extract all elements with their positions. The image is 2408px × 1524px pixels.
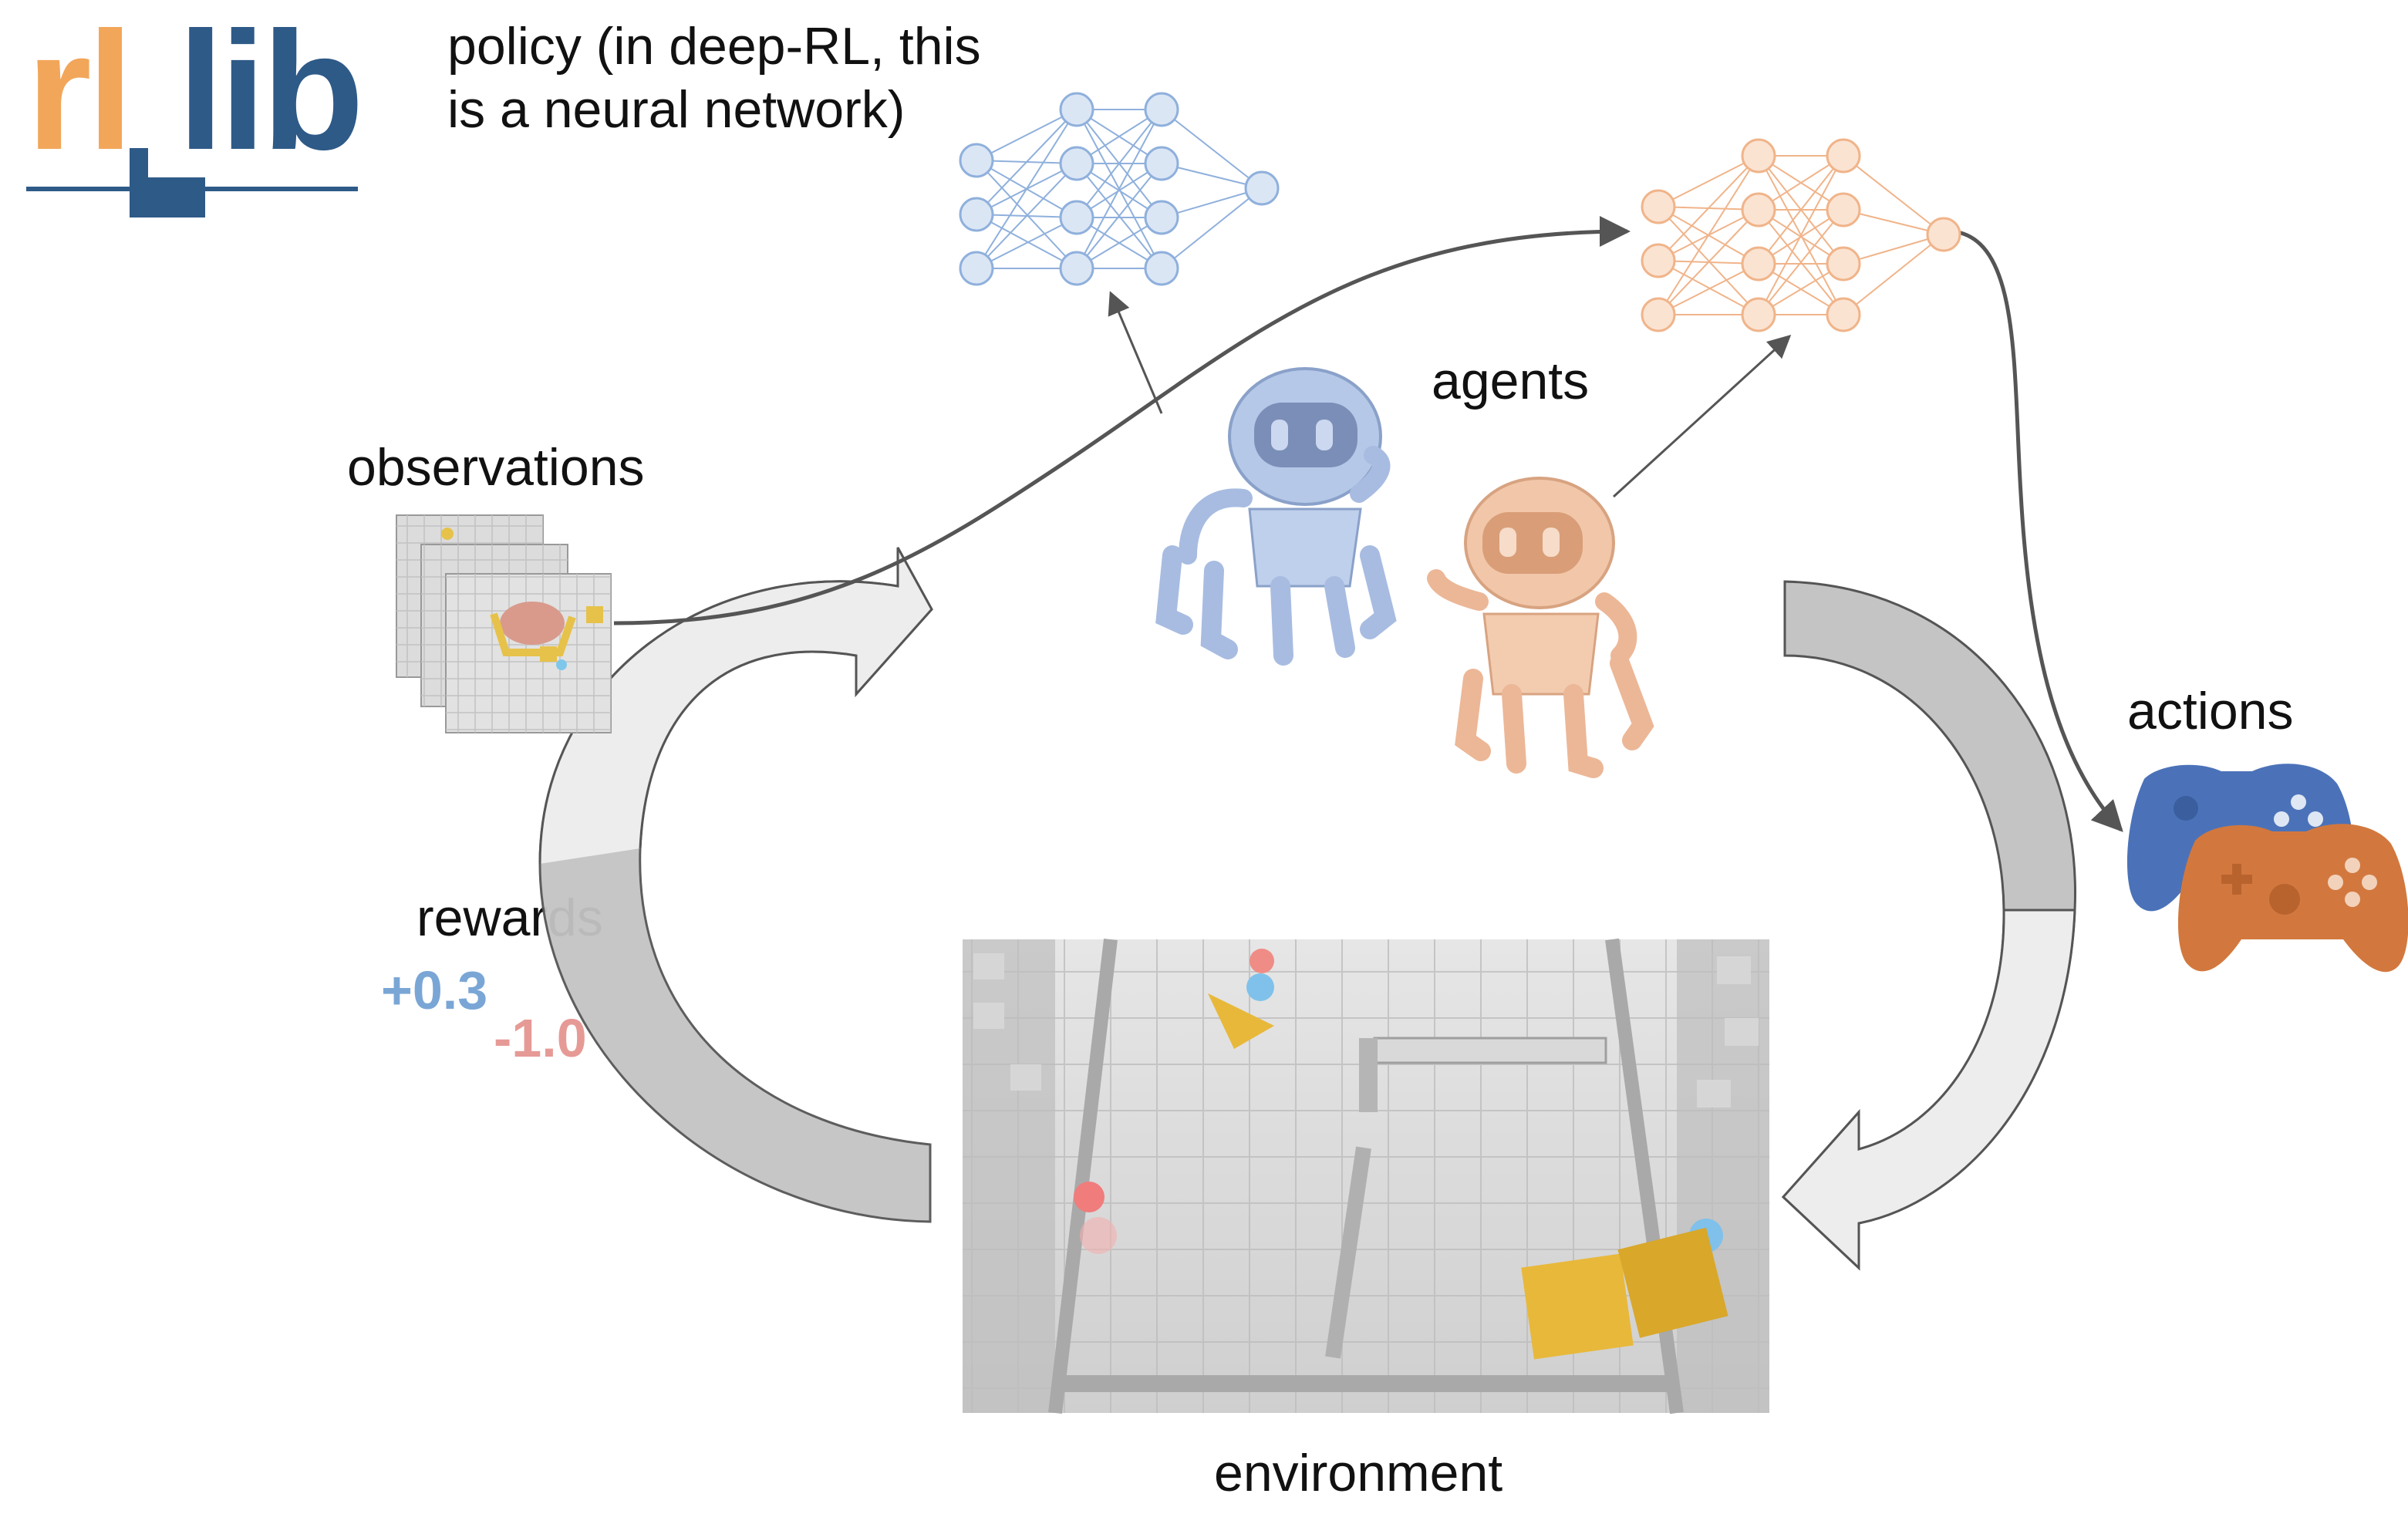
nn-connection	[976, 160, 1078, 269]
observation-frames-icon	[396, 514, 612, 733]
nn-connection	[1843, 234, 1944, 265]
nn-node	[1059, 251, 1094, 286]
nn-connection	[1758, 155, 1844, 265]
nn-node	[959, 143, 994, 178]
nn-node	[1641, 189, 1676, 224]
nn-connection	[1843, 155, 1944, 235]
left-cycle-arrow	[538, 547, 933, 1223]
action-flow-arrow	[1952, 229, 2123, 832]
nn-node	[1059, 92, 1094, 127]
nn-connection	[1658, 155, 1759, 315]
nn-node	[1826, 192, 1861, 228]
nn-node	[1741, 138, 1776, 174]
nn-node	[1641, 243, 1676, 278]
nn-connection	[976, 217, 1078, 269]
nn-connection	[1161, 187, 1263, 269]
policy-label: policy (in deep-RL, this is a neural net…	[447, 15, 981, 141]
nn-connection	[976, 109, 1078, 161]
orange-gamepad-icon	[2177, 824, 2408, 973]
nn-node	[1144, 200, 1179, 235]
blue-agent-policy-arrow	[1108, 291, 1163, 414]
observations-label: observations	[347, 438, 645, 497]
orange-neural-network-icon	[1641, 138, 1961, 332]
logo-text-rl: rl	[26, 0, 133, 185]
observation-flow-arrow	[613, 216, 1631, 625]
policy-label-line2: is a neural network)	[447, 79, 906, 139]
nn-node	[1244, 170, 1280, 206]
nn-node	[959, 251, 994, 286]
nn-connection	[1843, 234, 1944, 315]
nn-connection	[976, 214, 1078, 269]
rllib-logo: rl lib	[26, 8, 370, 224]
logo-underline-icon	[26, 148, 358, 217]
actions-label: actions	[2127, 682, 2294, 740]
environment-label: environment	[1214, 1444, 1503, 1502]
nn-connection	[1161, 109, 1263, 189]
nn-connection	[1076, 163, 1162, 269]
orange-agent-policy-arrow	[1612, 334, 1792, 498]
nn-connection	[976, 163, 1078, 269]
nn-connection	[1658, 155, 1759, 261]
right-cycle-arrow	[1781, 580, 2076, 1271]
reward-value-red: -1.0	[494, 1008, 587, 1068]
orange-robot-icon	[1427, 477, 1654, 778]
nn-connection	[976, 109, 1078, 269]
nn-connection	[1658, 206, 1759, 315]
nn-node	[1826, 297, 1861, 332]
nn-connection	[1758, 155, 1844, 315]
nn-node	[959, 197, 994, 232]
nn-node	[1059, 200, 1094, 235]
nn-connection	[1076, 109, 1162, 269]
nn-connection	[1658, 155, 1759, 207]
logo-text-lib: lib	[177, 0, 364, 185]
policy-label-line1: policy (in deep-RL, this	[447, 17, 981, 76]
nn-connection	[1658, 209, 1759, 315]
nn-connection	[1758, 209, 1844, 315]
nn-connection	[1658, 260, 1759, 315]
reward-value-blue: +0.3	[381, 960, 488, 1020]
blue-neural-network-icon	[959, 92, 1280, 286]
nn-node	[1741, 246, 1776, 282]
nn-node	[1144, 251, 1179, 286]
nn-node	[1826, 138, 1861, 174]
nn-connection	[1161, 187, 1263, 218]
blue-robot-icon	[1155, 367, 1397, 666]
environment-scene-icon	[963, 938, 1769, 1414]
agents-label: agents	[1432, 352, 1590, 410]
nn-node	[1144, 92, 1179, 127]
nn-node	[1641, 297, 1676, 332]
nn-node	[1826, 246, 1861, 282]
nn-node	[1059, 146, 1094, 181]
nn-node	[1741, 297, 1776, 332]
nn-connection	[976, 109, 1078, 215]
nn-node	[1741, 192, 1776, 228]
nn-node	[1926, 217, 1961, 252]
nn-connection	[1658, 263, 1759, 315]
nn-connection	[1076, 109, 1162, 218]
nn-node	[1144, 146, 1179, 181]
